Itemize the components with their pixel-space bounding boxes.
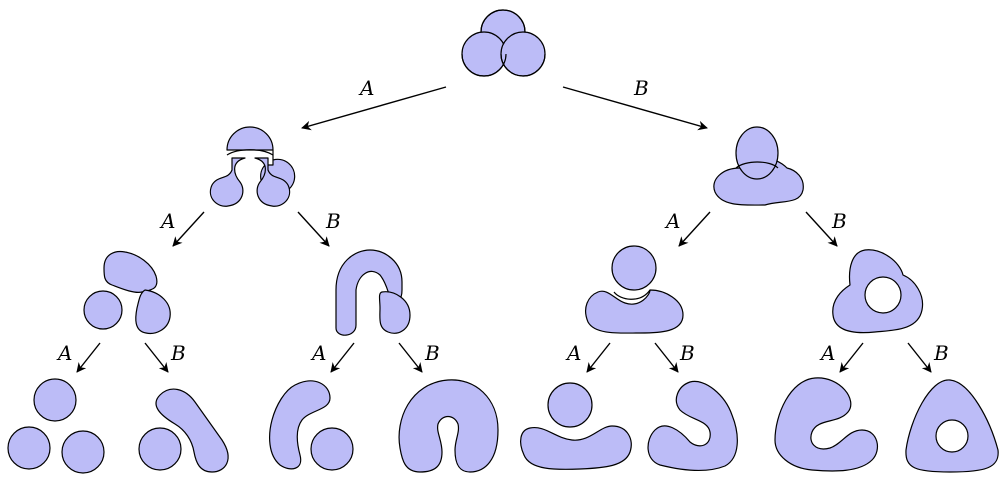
- arrow-b-to-ba: A: [664, 209, 711, 247]
- arrow-a-to-aa: A: [159, 209, 205, 247]
- label-b-abb: B: [424, 341, 440, 365]
- node-bab: [647, 380, 738, 472]
- arrow-ab-to-aba: A: [310, 341, 355, 373]
- arrow-b-to-bb: B: [805, 209, 847, 247]
- node-bb: [832, 249, 924, 334]
- arrow-ba-to-bab: B: [654, 341, 695, 373]
- node-ba: [585, 245, 684, 334]
- arrow-a-to-ab: B: [297, 209, 341, 247]
- arrow-root-to-b: B: [562, 76, 708, 131]
- node-aa: [83, 250, 171, 335]
- node-bba: [774, 377, 879, 472]
- node-a: [209, 126, 296, 207]
- label-a-aaa: A: [56, 341, 72, 365]
- label-b-bbb: B: [933, 341, 949, 365]
- label-a-aa: A: [159, 209, 175, 233]
- label-b-root: B: [633, 76, 649, 100]
- label-b-bab: B: [679, 341, 695, 365]
- node-b: [713, 126, 804, 206]
- label-a-root: A: [358, 76, 374, 100]
- node-aaa: [7, 378, 105, 474]
- node-aba: [269, 380, 354, 471]
- label-b-ab: B: [325, 209, 341, 233]
- node-baa: [520, 382, 632, 470]
- node-abb: [398, 379, 499, 473]
- label-a-aba: A: [310, 341, 326, 365]
- label-a-baa: A: [565, 341, 581, 365]
- node-aab: [138, 388, 229, 473]
- arrow-bb-to-bbb: B: [907, 341, 949, 373]
- arrow-bb-to-bba: A: [819, 341, 864, 373]
- label-b-aab: B: [170, 341, 186, 365]
- root-trefoil-node: [461, 9, 546, 77]
- arrow-ba-to-baa: A: [565, 341, 611, 373]
- arrow-aa-to-aab: B: [144, 341, 186, 373]
- label-b-bb: B: [831, 209, 847, 233]
- arrow-aa-to-aaa: A: [56, 341, 101, 373]
- arrow-root-to-a: A: [301, 76, 447, 131]
- node-bbb: [905, 379, 999, 473]
- arrow-ab-to-abb: B: [398, 341, 440, 373]
- label-a-ba: A: [664, 209, 680, 233]
- label-a-bba: A: [819, 341, 835, 365]
- node-ab: [335, 249, 411, 336]
